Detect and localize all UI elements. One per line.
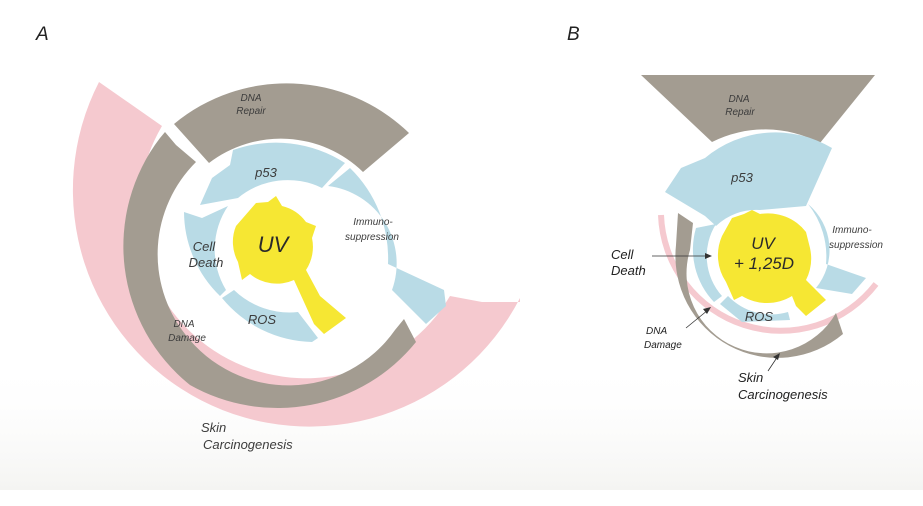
panel-b-cell-death-arrowhead (705, 253, 712, 259)
panel-b-dna-damage-arc (675, 213, 843, 358)
panel-a-immunosuppression-segment (328, 168, 446, 324)
panel-a-ros-label: ROS (248, 312, 277, 327)
panel-b-skin-carcinogenesis-arc (658, 214, 879, 334)
panel-b-ros-label: ROS (745, 309, 774, 324)
panel-b-skin-arrowhead (773, 353, 780, 360)
panel-b-dna-damage-callout-1: DNA (646, 326, 667, 337)
panel-b-skin-callout-2: Carcinogenesis (738, 387, 828, 402)
panel-b-dna-repair-arc (641, 75, 875, 143)
panel-b-immunosuppression-segment (808, 204, 866, 294)
panel-a-immuno-label-1: Immuno- (353, 217, 393, 228)
panel-a-p53-segment (200, 142, 345, 205)
panel-a-letter: A (35, 24, 49, 45)
panel-b-immuno-label-2: suppression (829, 240, 883, 251)
panel-b-ros-segment (720, 296, 790, 322)
panel-b-skin-callout-1: Skin (738, 370, 763, 385)
panel-a-ros-segment (222, 290, 318, 342)
panel-a-dna-damage-label-2: Damage (168, 333, 206, 344)
ground-shadow (0, 360, 923, 490)
panel-a-dna-repair-arc (174, 83, 409, 172)
panel-b-dna-repair-label-1: DNA (728, 94, 749, 105)
panel-b-cell-death-callout-2: Death (611, 263, 646, 278)
panel-a-cell-death-segment (184, 206, 228, 296)
panel-a-dna-damage-label-1: DNA (173, 319, 194, 330)
panel-a-cell-death-label-1: Cell (193, 239, 217, 254)
panel-a-dna-repair-label-1: DNA (240, 93, 261, 104)
panel-a-cell-death-label-2: Death (189, 255, 224, 270)
panel-b-letter: B (567, 24, 580, 45)
panel-b-uv-label-2: + 1,25D (734, 254, 794, 273)
panel-a-uv-label: UV (258, 232, 291, 257)
panel-b-uv-core (717, 210, 826, 316)
panel-a-uv-core (232, 196, 346, 334)
panel-a-skin-label-1: Skin (201, 420, 226, 435)
panel-b: B UV + 1,25D DNA Repair p53 ROS Immuno- … (567, 24, 883, 402)
panel-b-cell-death-segment (692, 224, 722, 302)
panel-a: A UV DNA Repair p53 Cell Death ROS Immun… (35, 24, 521, 452)
panel-b-dna-repair-label-2: Repair (725, 107, 755, 118)
panel-b-p53-label: p53 (730, 170, 753, 185)
panel-b-cell-death-callout-1: Cell (611, 247, 635, 262)
panel-b-immuno-label-1: Immuno- (832, 225, 872, 236)
panel-a-skin-label-2: Carcinogenesis (203, 437, 293, 452)
panel-b-p53-segment (665, 132, 832, 226)
panel-a-immuno-label-2: suppression (345, 232, 399, 243)
panel-a-p53-label: p53 (254, 165, 277, 180)
panel-b-dna-damage-arrowhead (703, 307, 711, 314)
panel-a-dna-repair-label-2: Repair (236, 106, 266, 117)
panel-b-dna-damage-callout-2: Damage (644, 340, 682, 351)
panel-b-uv-label-1: UV (751, 234, 776, 253)
panel-a-dna-damage-arc (123, 132, 416, 409)
panel-b-dna-damage-arrow (685, 309, 709, 329)
